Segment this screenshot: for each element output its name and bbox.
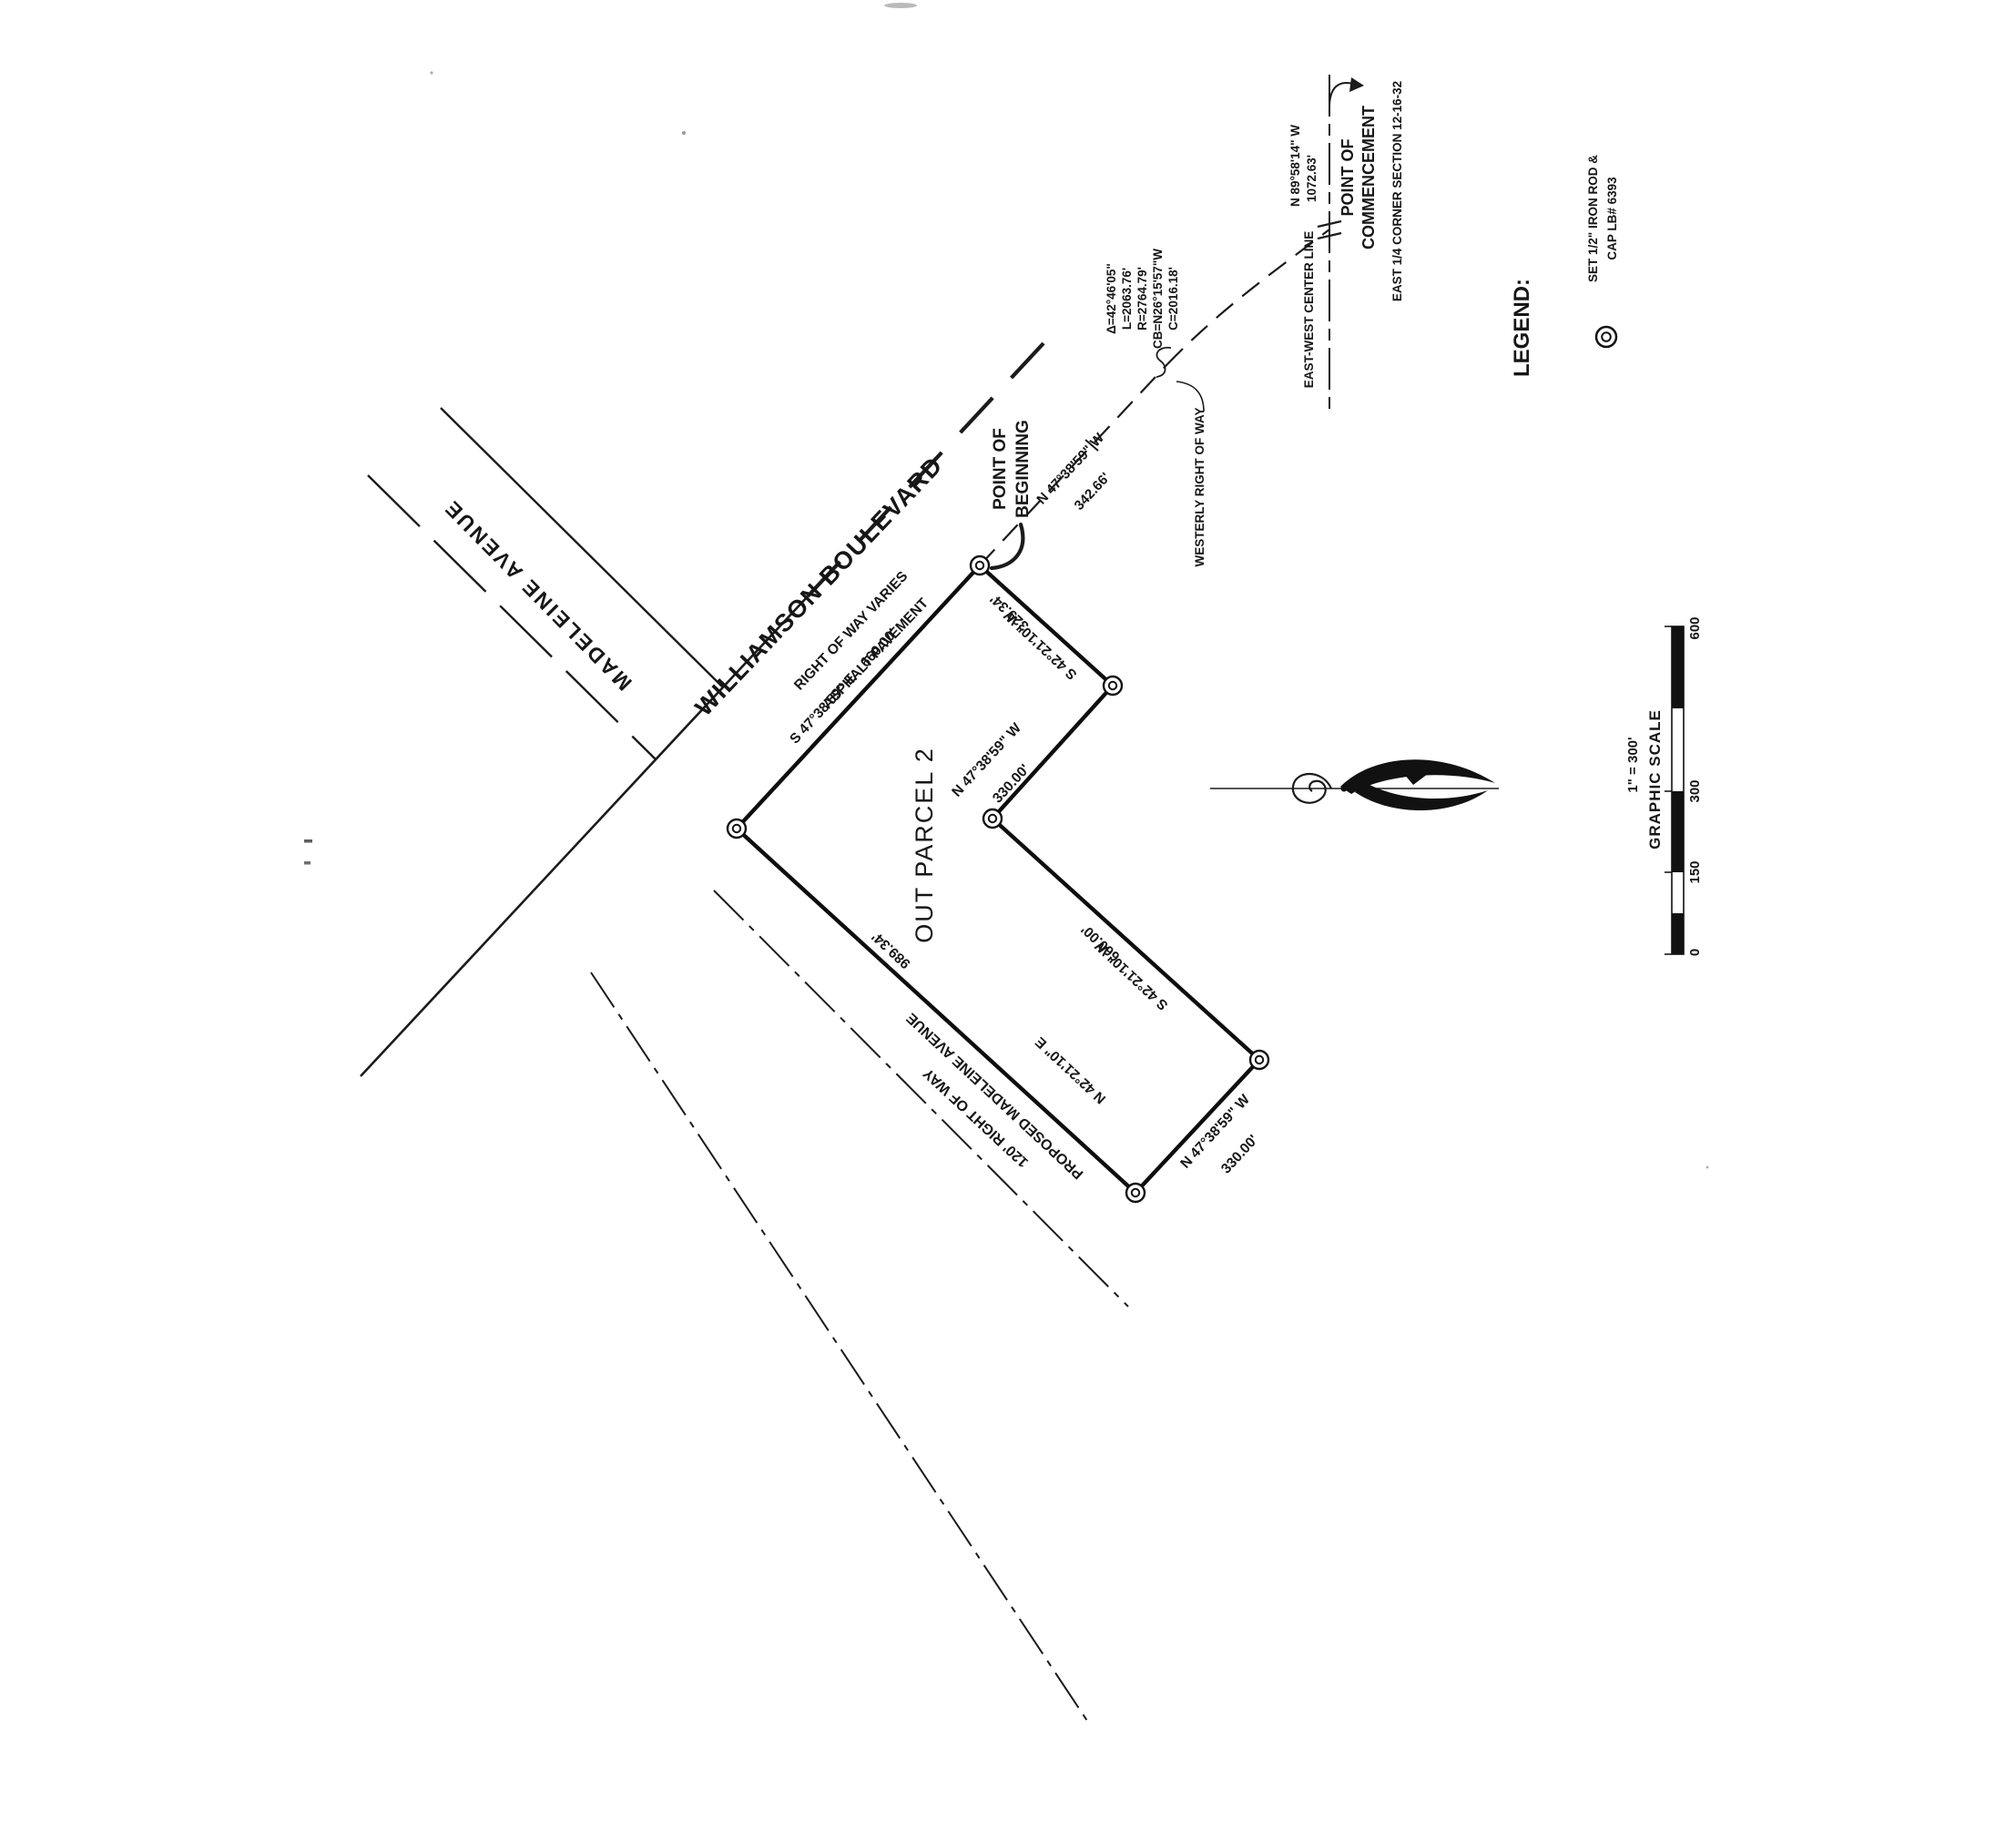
proposed-row-line-1	[713, 890, 1129, 1307]
legend-item-line2: CAP LB# 6393	[1605, 177, 1619, 260]
madeleine-avenue-edge-1	[367, 474, 657, 760]
poc-tie-bearing: N 89°58'14" W	[1288, 125, 1302, 207]
legend-item-line1: SET 1/2" IRON ROD &	[1586, 155, 1600, 282]
poc-tick	[1317, 219, 1342, 229]
williamson-boulevard-label: WILLIAMSON BOULEVARD	[690, 451, 949, 721]
scan-speck	[430, 71, 433, 75]
north-arrow-flag-icon	[1393, 761, 1428, 785]
corner-monuments	[726, 554, 1270, 1204]
corner-monument-pob	[969, 554, 991, 576]
poc-label-line2: COMMENCEMENT	[1359, 106, 1378, 249]
pob-tie-dashed-line	[979, 363, 1168, 566]
scale-ratio-label: 1" = 300'	[1625, 737, 1641, 792]
curve-length: L=2063.76'	[1120, 268, 1134, 330]
westerly-row-curve	[1166, 229, 1330, 365]
legend-monument-symbol	[1594, 325, 1618, 349]
madeleine-avenue-label: MADELEINE AVENUE	[439, 495, 636, 696]
scan-speck	[1705, 1165, 1709, 1169]
williamson-nw-row-line	[360, 595, 809, 1077]
westerly-row-leader	[1176, 381, 1205, 412]
corner-monument	[1248, 1049, 1270, 1071]
boundary-frontage-distance: 660.00'	[858, 626, 901, 670]
poc-tie-distance: 1072.63'	[1305, 155, 1319, 202]
graphic-scale-bar	[1665, 626, 1685, 955]
hook-arrowhead-icon	[1349, 77, 1364, 92]
pob-label-line1: POINT OF	[991, 428, 1010, 510]
tie-line-tick	[1084, 439, 1099, 452]
proposed-madeleine-avenue-label: PROPOSED MADELEINE AVENUE	[903, 1010, 1086, 1182]
poc-tick	[1317, 231, 1342, 240]
williamson-centerline-dashed	[806, 341, 1045, 598]
boundary-5-bearing: N 42°21'10" E	[1033, 1033, 1109, 1106]
scale-bar-segment	[1672, 791, 1684, 872]
pob-tie-distance: 342.66'	[1072, 470, 1114, 514]
scan-speck	[682, 131, 686, 135]
scan-artifacts	[304, 3, 1709, 1169]
north-arrow-swash-icon	[1355, 783, 1488, 811]
scan-smudge	[884, 3, 917, 8]
corner-monument	[982, 808, 1003, 829]
boundary-4-distance: 330.00'	[1218, 1132, 1261, 1176]
curve-radius: R=2764.79'	[1135, 267, 1149, 331]
parcel-name-label: OUT PARCEL 2	[911, 747, 938, 943]
pob-leader-curve	[989, 522, 1025, 571]
scale-bar-segment	[1672, 626, 1684, 708]
westerly-row-label: WESTERLY RIGHT OF WAY	[1193, 407, 1207, 566]
north-arrow	[1210, 759, 1499, 811]
east-west-center-line-label: EAST-WEST CENTER LINE	[1302, 231, 1316, 389]
graphic-scale-title: GRAPHIC SCALE	[1646, 709, 1664, 849]
scale-tick-0: 0	[1687, 949, 1703, 956]
legend-title: LEGEND:	[1510, 279, 1534, 377]
centerline-end-hook	[1329, 82, 1354, 108]
north-arrow-scroll-icon	[1291, 773, 1333, 804]
scan-mark	[304, 861, 311, 865]
curve-delta: Δ=42°46'05"	[1105, 263, 1118, 334]
poc-label-line1: POINT OF	[1339, 138, 1357, 216]
scale-bar-segment	[1672, 913, 1684, 954]
proposed-row-line-2	[590, 972, 1090, 1724]
east-quarter-corner-label: EAST 1/4 CORNER SECTION 12-16-32	[1390, 81, 1404, 301]
scan-mark	[304, 839, 312, 843]
road-linework	[360, 75, 1364, 1724]
north-arrow-swash-icon	[1340, 759, 1495, 794]
pob-label-line2: BEGINNING	[1013, 420, 1033, 518]
corner-monument	[1125, 1182, 1146, 1204]
scale-tick-600: 600	[1687, 616, 1703, 639]
curve-chord-bearing: CB=N26°15'57"W	[1151, 249, 1165, 349]
curve-chord: C=2016.18'	[1166, 267, 1180, 331]
boundary-5-distance: 989.34'	[869, 929, 913, 972]
scale-tick-150: 150	[1687, 860, 1703, 883]
corner-monument	[726, 818, 748, 839]
scale-tick-300: 300	[1687, 779, 1703, 802]
corner-monument	[1102, 675, 1124, 697]
line-break-symbol-icon	[1156, 346, 1172, 378]
madeleine-avenue-edge-2	[440, 407, 724, 688]
north-arrow-hub-icon	[1340, 785, 1348, 792]
